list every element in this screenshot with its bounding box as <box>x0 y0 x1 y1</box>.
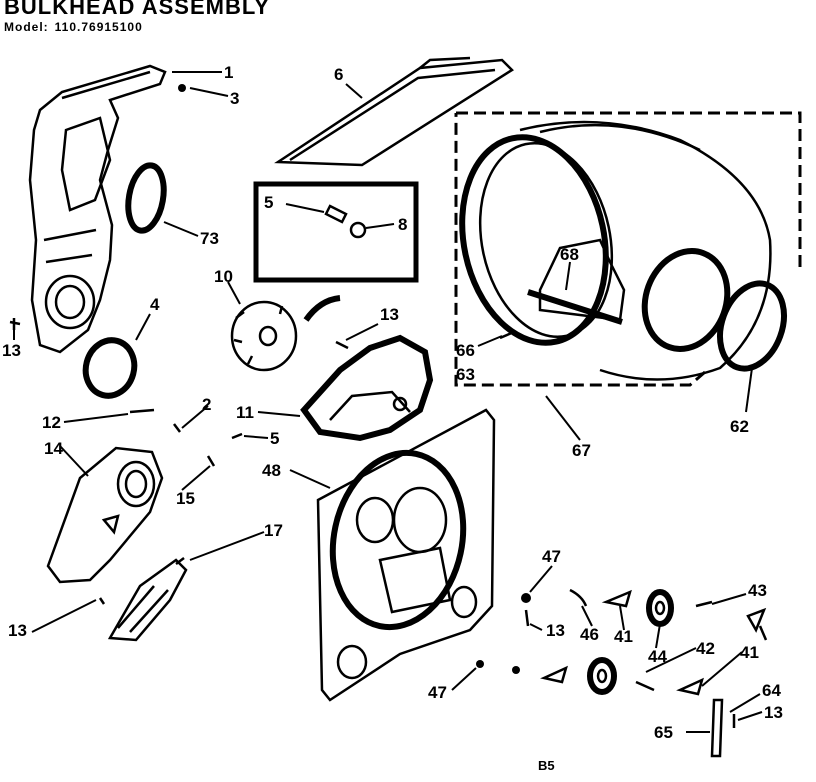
callout-leaders <box>13 71 763 733</box>
callout-44: 44 <box>648 647 667 666</box>
top-panel-6-part <box>274 56 514 167</box>
front-bulkhead-part <box>28 64 167 354</box>
callout-73: 73 <box>200 229 219 248</box>
roller-42-part <box>587 657 617 695</box>
callout-4: 4 <box>150 295 160 314</box>
callout-11: 11 <box>236 403 254 422</box>
blower-fan-10-part <box>230 300 298 372</box>
callout-68: 68 <box>560 245 579 264</box>
model-number: 110.76915100 <box>54 20 143 34</box>
callout-13-mid: 13 <box>546 621 565 640</box>
callout-66: 66 <box>456 341 475 360</box>
callout-1: 1 <box>224 63 233 82</box>
callout-13-lower-right: 13 <box>764 703 783 722</box>
callout-13-lower-left: 13 <box>8 621 27 640</box>
rear-bulkhead-48-part <box>316 408 496 702</box>
callout-47-upper: 47 <box>542 547 561 566</box>
page-number: B5 <box>538 758 555 773</box>
callout-42: 42 <box>696 639 715 658</box>
panel-14-part <box>46 446 164 584</box>
callout-6: 6 <box>334 65 343 84</box>
callout-48: 48 <box>262 461 281 480</box>
callout-62: 62 <box>730 417 749 436</box>
callout-labels: 1 3 6 73 5 8 10 4 13 13 11 12 2 14 5 15 … <box>2 63 783 742</box>
seal-62-part <box>717 280 787 372</box>
roller-44-part <box>646 589 674 627</box>
small-hardware-parts <box>9 84 515 605</box>
callout-15: 15 <box>176 489 195 508</box>
callout-65: 65 <box>654 723 673 742</box>
callout-64: 64 <box>762 681 781 700</box>
callout-3: 3 <box>230 89 239 108</box>
callout-2: 2 <box>202 395 211 414</box>
callout-41-upper: 41 <box>614 627 633 646</box>
model-label: Model: <box>4 20 49 34</box>
callout-67: 67 <box>572 441 591 460</box>
roller-hardware-parts <box>476 588 768 758</box>
callout-41-lower: 41 <box>740 643 759 662</box>
callout-13-left: 13 <box>2 341 21 360</box>
callout-46: 46 <box>580 625 599 644</box>
callout-63: 63 <box>456 365 475 384</box>
callout-5-inset: 5 <box>264 193 273 212</box>
drum-67-part <box>454 111 802 387</box>
ring-4-part <box>82 337 138 399</box>
inset-hardware-box <box>253 181 419 283</box>
callout-13-upper: 13 <box>380 305 399 324</box>
callout-12: 12 <box>42 413 61 432</box>
diagram-title: BULKHEAD ASSEMBLY <box>4 0 270 19</box>
model-line: Model: 110.76915100 <box>4 20 143 34</box>
callout-10: 10 <box>214 267 233 286</box>
blower-housing-11-part <box>300 295 434 442</box>
part-17-assembly <box>107 558 188 642</box>
callout-14: 14 <box>44 439 63 458</box>
callout-8: 8 <box>398 215 407 234</box>
seal-73-part <box>125 162 167 234</box>
callout-17: 17 <box>264 521 283 540</box>
callout-47-lower: 47 <box>428 683 447 702</box>
callout-5-lower: 5 <box>270 429 279 448</box>
callout-43: 43 <box>748 581 767 600</box>
